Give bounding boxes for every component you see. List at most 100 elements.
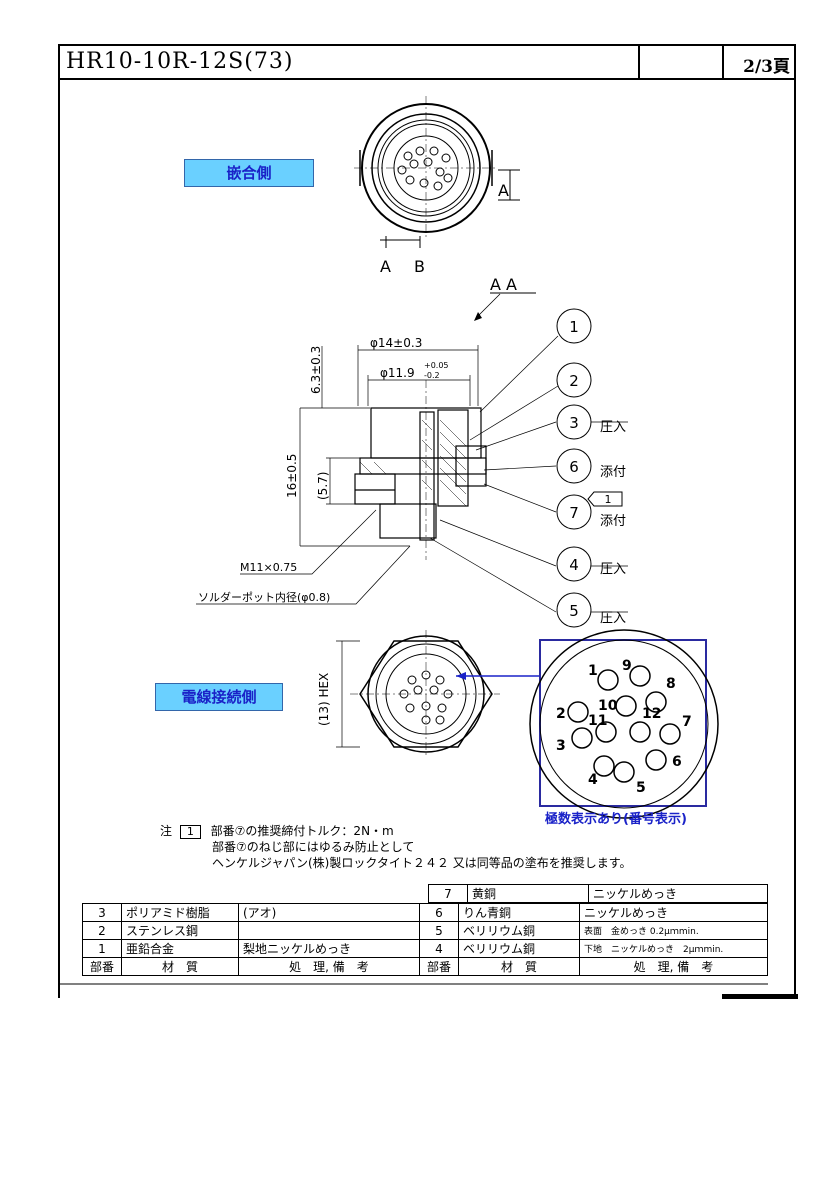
dim-diameter-14: φ14±0.3	[370, 336, 422, 350]
dim-diameter-11-9-tol-upper: +0.05	[424, 361, 449, 370]
part-number-title: HR10-10R-12S(73)	[66, 49, 294, 74]
part-material: りん青銅	[458, 903, 580, 922]
table-row: 7 黄銅 ニッケルめっき	[428, 884, 768, 903]
table-row: 3 ポリアミド樹脂 (アオ) 6 りん青銅 ニッケルめっき	[82, 903, 768, 922]
note-text-2: 部番⑦のねじ部にはゆるみ防止として	[212, 840, 415, 854]
part-treatment	[238, 921, 420, 940]
page-cell: 2/3頁	[722, 46, 796, 78]
pin-12-label: 12	[642, 706, 661, 722]
section-mark-a-right: A	[498, 181, 509, 200]
callout-2: 2	[556, 362, 592, 398]
note-prefix: 注	[160, 824, 173, 838]
part-no: 7	[428, 884, 468, 903]
callout-3: 3 圧入	[556, 404, 626, 440]
pin-5-label: 5	[636, 780, 646, 796]
table-row: 2 ステンレス鋼 5 ベリリウム銅 表面 金めっき 0.2μｍmin.	[82, 921, 768, 940]
pin-11-label: 11	[588, 713, 607, 729]
table-header-row: 部番 材 質 処 理, 備 考 部番 材 質 処 理, 備 考	[82, 957, 768, 976]
dim-thread: M11×0.75	[240, 561, 297, 574]
wire-side-view	[336, 630, 540, 758]
header-part-no: 部番	[419, 957, 459, 976]
dim-diameter-11-9: φ11.9	[380, 366, 415, 380]
header-material: 材 質	[458, 957, 580, 976]
part-material: 亜鉛合金	[121, 939, 239, 958]
part-no: 5	[419, 921, 459, 940]
callout-7: 7 1 添付	[556, 491, 626, 530]
callout-6: 6 添付	[556, 448, 626, 484]
pin-3-label: 3	[556, 738, 566, 754]
pin-6-label: 6	[672, 754, 682, 770]
pin-1-label: 1	[588, 663, 598, 679]
callout-4-note: 圧入	[600, 562, 626, 577]
header-treatment: 処 理, 備 考	[579, 957, 768, 976]
polarity-caption: 極数表示あり(番号表示)	[545, 812, 687, 827]
callout-7-flag: 1	[605, 493, 612, 506]
label-wire-side: 電線接続側	[155, 683, 283, 711]
note-text-3: ヘンケルジャパン(株)製ロックタイト２４２ 又は同等品の塗布を推奨します。	[212, 856, 632, 870]
callout-1-number: 1	[569, 318, 579, 336]
part-material: ポリアミド樹脂	[121, 903, 239, 922]
part-material: 黄銅	[467, 884, 589, 903]
frame-bottom-bar	[722, 994, 798, 999]
pin-9-label: 9	[622, 658, 632, 674]
section-title-aa: A A	[490, 275, 517, 294]
part-no: 6	[419, 903, 459, 922]
dim-diameter-11-9-tol-lower: -0.2	[424, 371, 440, 380]
callout-6-note: 添付	[600, 465, 626, 480]
notes-block: 注 1 部番⑦の推奨締付トルク：2N・m 部番⑦のねじ部にはゆるみ防止として ヘ…	[160, 823, 720, 871]
pin-7-label: 7	[682, 714, 692, 730]
part-no: 1	[82, 939, 122, 958]
section-mark-a-bottom: A	[380, 257, 391, 276]
table-row: 1 亜鉛合金 梨地ニッケルめっき 4 ベリリウム銅 下地 ニッケルめっき 2μｍ…	[82, 939, 768, 958]
pin-10-label: 10	[598, 698, 618, 714]
pin-2-label: 2	[556, 706, 566, 722]
parts-table-right-top: 7 黄銅 ニッケルめっき	[428, 884, 768, 903]
label-mating-side: 嵌合側	[184, 159, 314, 187]
mating-side-view	[354, 96, 520, 248]
note-text-1: 部番⑦の推奨締付トルク：2N・m	[210, 824, 394, 838]
note-line-1: 注 1 部番⑦の推奨締付トルク：2N・m	[160, 823, 720, 839]
callout-5-number: 5	[569, 602, 579, 620]
dim-height-5-7: (5.7)	[316, 472, 330, 500]
title-block-empty-cell	[638, 46, 724, 78]
part-no: 2	[82, 921, 122, 940]
part-treatment: (アオ)	[238, 903, 420, 922]
page-number: 2/3頁	[743, 57, 790, 77]
header-material: 材 質	[121, 957, 239, 976]
polarity-detail: 1 2 3 4 5 6 7 8 9 10 11 12	[529, 629, 719, 819]
part-treatment: ニッケルめっき	[588, 884, 768, 903]
part-treatment: 梨地ニッケルめっき	[238, 939, 420, 958]
callout-6-number: 6	[569, 458, 579, 476]
callout-5-note: 圧入	[600, 611, 626, 626]
part-no: 4	[419, 939, 459, 958]
part-treatment: 下地 ニッケルめっき 2μｍmin.	[579, 939, 768, 958]
callout-1: 1	[556, 308, 592, 344]
dim-solder-cup: ソルダーポット内径(φ0.8)	[198, 590, 330, 604]
header-part-no: 部番	[82, 957, 122, 976]
callout-leaders	[429, 335, 628, 613]
part-material: ベリリウム銅	[458, 921, 580, 940]
section-mark-b: B	[414, 257, 425, 276]
callout-3-note: 圧入	[600, 420, 626, 435]
part-material: ステンレス鋼	[121, 921, 239, 940]
part-treatment: 表面 金めっき 0.2μｍmin.	[579, 921, 768, 940]
callout-7-number: 7	[569, 504, 579, 522]
callout-5: 5 圧入	[556, 592, 626, 628]
parts-table: 3 ポリアミド樹脂 (アオ) 6 りん青銅 ニッケルめっき 2 ステンレス鋼 5…	[82, 903, 768, 976]
drawing-frame: HR10-10R-12S(73) 2/3頁	[58, 44, 796, 998]
callout-2-number: 2	[569, 372, 579, 390]
pin-4-label: 4	[588, 772, 598, 788]
part-treatment: ニッケルめっき	[579, 903, 768, 922]
callout-4: 4 圧入	[556, 546, 626, 582]
title-block: HR10-10R-12S(73) 2/3頁	[60, 46, 794, 80]
section-view-a-a	[196, 292, 536, 605]
part-material: ベリリウム銅	[458, 939, 580, 958]
part-no: 3	[82, 903, 122, 922]
callout-7-note: 添付	[600, 514, 626, 529]
dim-height-6-3: 6.3±0.3	[309, 346, 323, 394]
dim-hex: (13) HEX	[317, 673, 331, 726]
dim-height-16: 16±0.5	[285, 454, 299, 498]
note-flag: 1	[179, 825, 201, 839]
callout-3-number: 3	[569, 414, 579, 432]
